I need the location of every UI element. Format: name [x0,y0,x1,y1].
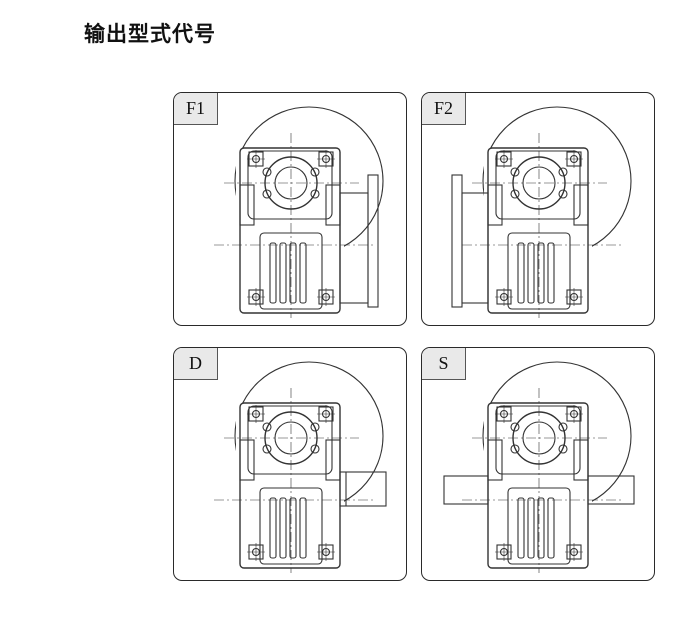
panel-label-f1: F1 [174,93,218,125]
cooling-fin [517,242,525,304]
gearbox-d-drawing [214,361,387,573]
panel-s: S [421,347,655,581]
flange-hole [310,189,320,199]
gearbox-s-drawing [443,361,635,573]
flange-hole [262,189,272,199]
flange-hole [510,422,520,432]
cooling-fin [299,497,307,559]
side-rib [239,439,255,481]
side-rib [573,184,589,226]
panel-label-d: D [174,348,218,380]
output-shaft-left [443,475,489,505]
gearbox-f2-drawing [451,106,632,318]
panel-label-s: S [422,348,466,380]
gearbox-f1-drawing [214,106,384,318]
side-rib [573,439,589,481]
flange-hole [510,444,520,454]
output-flange-neck [339,192,369,304]
flange-hole [510,167,520,177]
output-shaft [339,471,387,507]
panel-d: D [173,347,407,581]
cooling-fin [527,497,535,559]
cooling-fin [537,497,545,559]
output-flange-plate [367,174,379,308]
cooling-fin [547,242,555,304]
flange-hole [558,167,568,177]
panel-f2: F2 [421,92,655,326]
page-title: 输出型式代号 [84,22,216,46]
flange-hole [262,167,272,177]
flange-hole [510,189,520,199]
panel-f1: F1 [173,92,407,326]
cooling-fin [279,497,287,559]
flange-hole [558,444,568,454]
flange-hole [262,444,272,454]
flange-hole [310,422,320,432]
cooling-fin [517,497,525,559]
flange-hole [558,422,568,432]
cooling-fin [279,242,287,304]
side-rib [325,439,341,481]
cooling-fin [299,242,307,304]
output-shaft-right [587,475,635,505]
flange-hole [558,189,568,199]
cooling-fin [527,242,535,304]
panel-label-f2: F2 [422,93,466,125]
output-flange-plate [451,174,463,308]
flange-hole [310,444,320,454]
cooling-fin [289,497,297,559]
side-rib [239,184,255,226]
cooling-fin [537,242,545,304]
cooling-fin [547,497,555,559]
flange-hole [310,167,320,177]
cooling-fin [269,242,277,304]
cooling-fin [269,497,277,559]
side-rib [487,439,503,481]
cooling-fin [289,242,297,304]
flange-hole [262,422,272,432]
